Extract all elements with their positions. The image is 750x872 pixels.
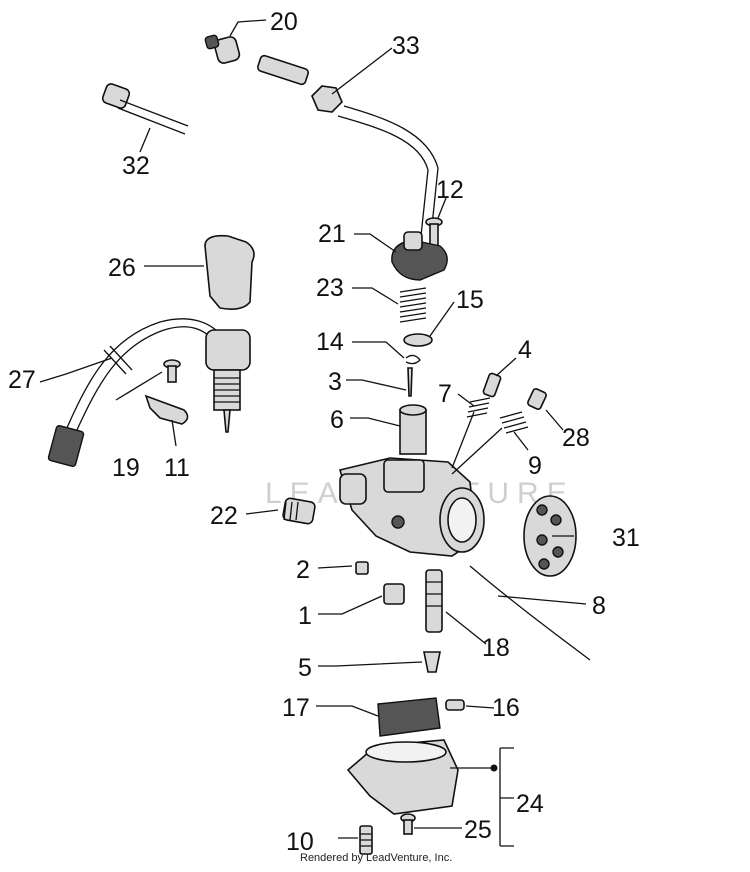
part-28-mixture-screw (527, 388, 547, 410)
part-33-cable-adjuster (256, 54, 439, 246)
part-12-screw (425, 217, 443, 247)
label-10: 10 (286, 828, 314, 856)
label-31: 31 (612, 524, 640, 552)
part-9-spring (499, 411, 529, 434)
part-32-choke-cable (101, 83, 189, 135)
label-2: 2 (296, 556, 310, 584)
label-21: 21 (318, 220, 346, 248)
leader-lines (39, 19, 587, 847)
label-7: 7 (438, 380, 452, 408)
label-9: 9 (528, 452, 542, 480)
label-23: 23 (316, 274, 344, 302)
label-14: 14 (316, 328, 344, 356)
part-5-float-needle (423, 651, 441, 673)
label-24: 24 (516, 790, 544, 818)
label-33: 33 (392, 32, 420, 60)
part-1-main-jet (383, 583, 405, 605)
label-18: 18 (482, 634, 510, 662)
part-8-hose (469, 565, 591, 661)
label-3: 3 (328, 368, 342, 396)
part-22-fitting (282, 497, 316, 525)
label-22: 22 (210, 502, 238, 530)
carburetor-body (338, 457, 485, 557)
part-11-plate (144, 394, 189, 425)
label-20: 20 (270, 8, 298, 36)
part-23-throttle-spring (399, 287, 427, 323)
label-16: 16 (492, 694, 520, 722)
part-10-screw (359, 825, 373, 855)
label-19: 19 (112, 454, 140, 482)
label-6: 6 (330, 406, 344, 434)
label-5: 5 (298, 654, 312, 682)
part-27-auto-choke (47, 318, 251, 468)
part-21-carburetor-cap (391, 231, 448, 281)
part-14-e-clip (405, 354, 421, 365)
part-20-cable-cap (204, 34, 241, 64)
part-3-jet-needle (407, 367, 413, 397)
label-11: 11 (164, 454, 190, 482)
render-credit: Rendered by LeadVenture, Inc. (300, 852, 453, 864)
part-17-float (377, 697, 441, 737)
part-4-idle-screw (482, 372, 502, 398)
label-12: 12 (436, 176, 464, 204)
part-2-jet (355, 561, 369, 575)
part-25-screw (400, 813, 416, 835)
part-26-boot-cover (204, 234, 255, 310)
label-28: 28 (562, 424, 590, 452)
part-24-float-bowl (346, 739, 498, 815)
part-16-float-pin (445, 699, 465, 711)
label-15: 15 (456, 286, 484, 314)
part-18-emulsion-tube (425, 569, 443, 633)
part-19-screw (163, 359, 181, 383)
label-32: 32 (122, 152, 150, 180)
label-26: 26 (108, 254, 136, 282)
label-17: 17 (282, 694, 310, 722)
label-27: 27 (8, 366, 36, 394)
label-1: 1 (298, 602, 312, 630)
label-25: 25 (464, 816, 492, 844)
label-4: 4 (518, 336, 532, 364)
label-8: 8 (592, 592, 606, 620)
part-31-air-filter (523, 495, 577, 577)
part-number-labels: 20 33 32 12 21 26 23 15 14 4 27 3 7 6 28… (8, 8, 640, 856)
part-7-spring (466, 397, 491, 418)
part-15-washer (403, 333, 433, 347)
part-6-throttle-slide (399, 404, 427, 455)
